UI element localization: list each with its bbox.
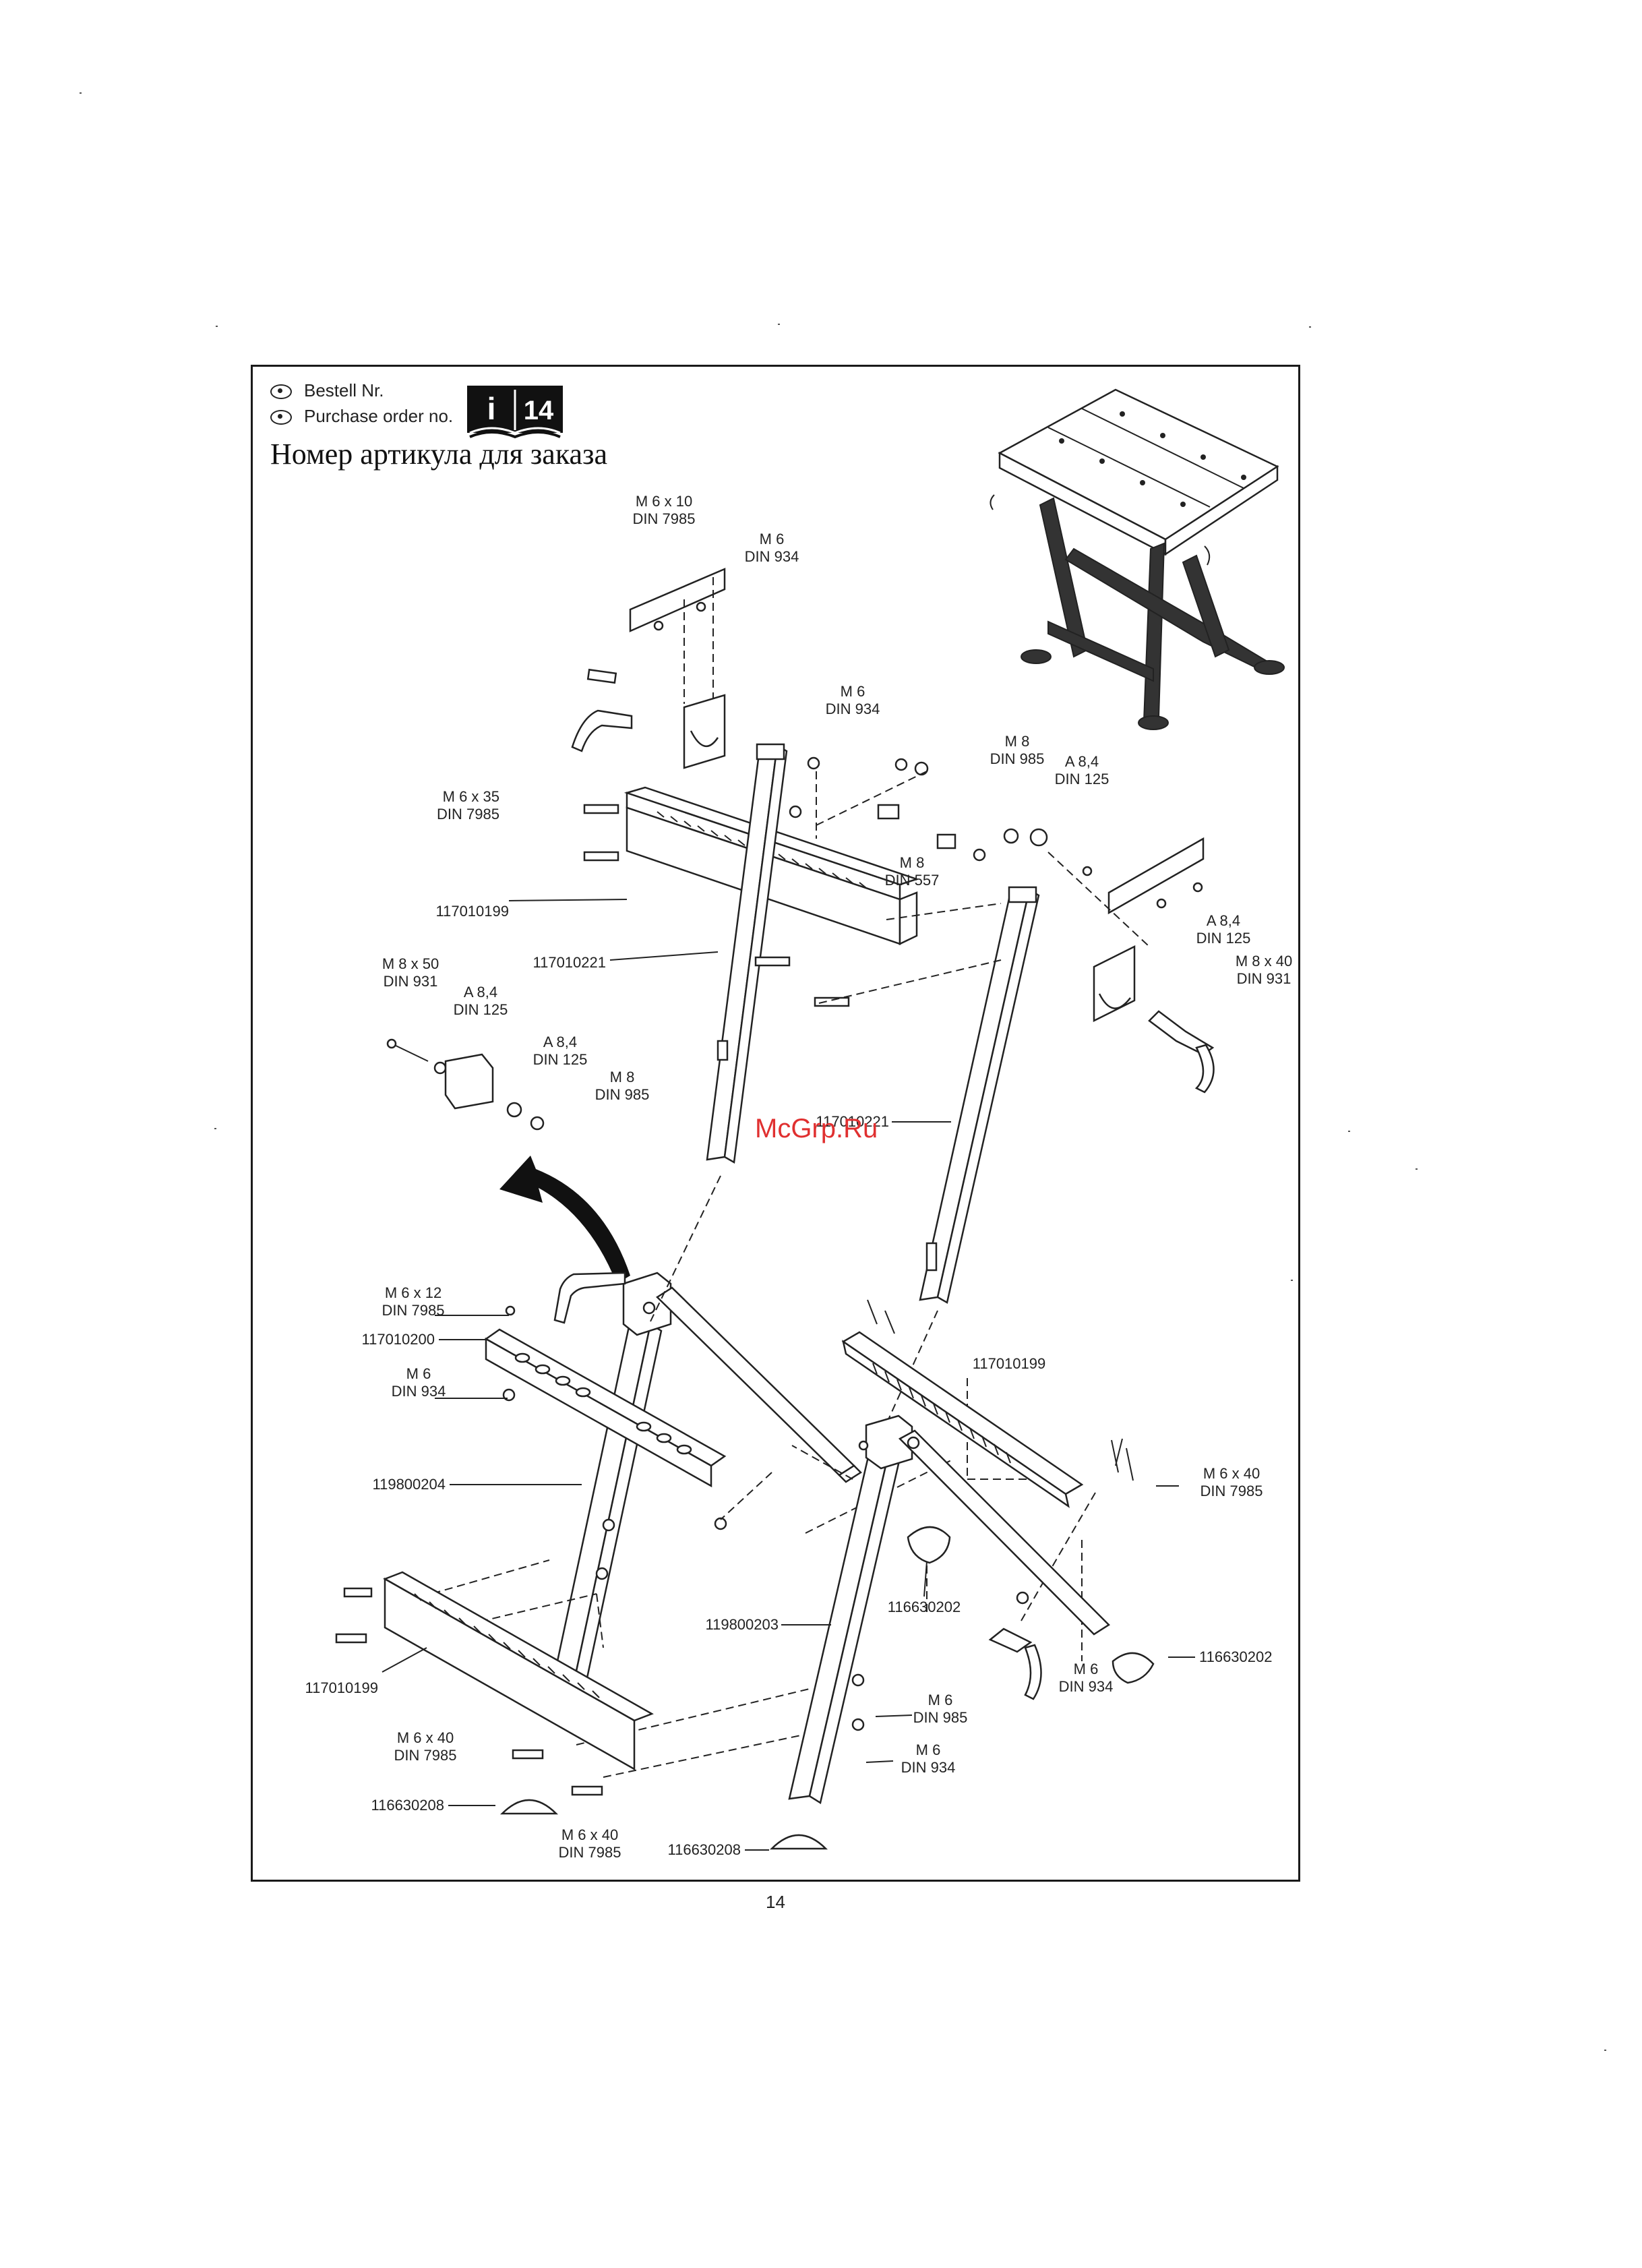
- upper-nuts-washers: [754, 756, 1150, 1007]
- upper-left-hinge-assembly: [571, 568, 726, 769]
- label-din934-d: DIN 934: [1059, 1678, 1114, 1695]
- lower-right-leg-119800203: [788, 1414, 1110, 1804]
- svg-text:i: i: [487, 391, 496, 426]
- label-din985-c: DIN 985: [913, 1709, 968, 1726]
- label-din7985-f: DIN 7985: [559, 1844, 621, 1861]
- label-din934-b: DIN 934: [826, 700, 880, 717]
- order-number-line-de: Bestell Nr.: [270, 380, 384, 401]
- curved-arrow-icon: [499, 1156, 630, 1284]
- label-din7985-b: DIN 7985: [437, 806, 499, 823]
- lower-left-rail-117010199: [335, 1571, 654, 1796]
- rail-slots: [872, 1363, 1011, 1464]
- label-din125-c: DIN 125: [454, 1001, 508, 1018]
- label-a84-a: A 8,4: [1065, 753, 1099, 770]
- label-din985-b: DIN 985: [595, 1086, 650, 1103]
- label-din125-b: DIN 125: [1196, 930, 1251, 947]
- label-din7985-a: DIN 7985: [633, 510, 696, 527]
- label-m6x40-c: M 6 x 40: [561, 1826, 618, 1843]
- label-m6x35: M 6 x 35: [443, 788, 499, 805]
- upper-right-hinge-assembly: [1082, 837, 1215, 1094]
- label-m8x40: M 8 x 40: [1236, 953, 1292, 969]
- label-a84-c: A 8,4: [464, 984, 497, 1001]
- upper-right-leg-117010221: [919, 886, 1040, 1304]
- label-116630208-b: 116630208: [668, 1841, 741, 1858]
- label-m6x40-a: M 6 x 40: [1203, 1465, 1260, 1482]
- lower-diagonal-brace: [655, 1286, 862, 1483]
- label-din7985-e: DIN 7985: [394, 1747, 457, 1764]
- leg-feet: [499, 1526, 1155, 1850]
- cross-bar-117010200: [484, 1305, 727, 1530]
- label-din557: DIN 557: [885, 872, 940, 889]
- label-116630208-a: 116630208: [371, 1797, 445, 1814]
- order-number-line-en: Purchase order no.: [270, 406, 453, 427]
- part-labels: M 6 x 10 DIN 7985 M 6 DIN 934 M 6 DIN 93…: [305, 493, 1293, 1861]
- label-117010199-b: 117010199: [973, 1355, 1046, 1372]
- assembled-workbench-illustration: [990, 388, 1285, 730]
- svg-text:14: 14: [524, 396, 554, 425]
- label-m6-d: M 6: [1074, 1661, 1099, 1677]
- page-number: 14: [766, 1892, 785, 1912]
- label-117010199-a: 117010199: [436, 903, 510, 920]
- label-m6x40-b: M 6 x 40: [397, 1729, 454, 1746]
- label-m6x10: M 6 x 10: [636, 493, 692, 510]
- label-m6-f: M 6: [916, 1741, 941, 1758]
- label-din7985-c: DIN 7985: [382, 1302, 445, 1319]
- workbench-exploded-drawing: M 6 x 10 DIN 7985 M 6 DIN 934 M 6 DIN 93…: [305, 388, 1293, 1861]
- lower-right-rail-117010199: [841, 1299, 1134, 1508]
- label-117010221-a: 117010221: [533, 954, 607, 971]
- label-m6-b: M 6: [841, 683, 865, 700]
- label-din934-c: DIN 934: [392, 1383, 446, 1400]
- label-a84-d: A 8,4: [543, 1034, 577, 1050]
- label-m6x12: M 6 x 12: [385, 1284, 442, 1301]
- label-117010199-c: 117010199: [305, 1679, 379, 1696]
- label-din125-a: DIN 125: [1055, 771, 1109, 787]
- label-din7985-d: DIN 7985: [1200, 1483, 1263, 1499]
- page-title: Номер артикула для заказа: [270, 438, 607, 471]
- left-clamp-block: [386, 1038, 545, 1131]
- eye-icon: [270, 410, 292, 425]
- leader-lines: [382, 899, 1195, 1851]
- watermark: McGrp.Ru: [755, 1114, 878, 1143]
- info-book-icon: i 14: [467, 386, 563, 439]
- label-116630202-a: 116630202: [888, 1599, 961, 1615]
- label-m8-c: M 8: [610, 1069, 635, 1085]
- label-din934-a: DIN 934: [745, 548, 799, 565]
- label-a84-b: A 8,4: [1207, 912, 1240, 929]
- lower-handles: [595, 1518, 1042, 1731]
- label-119800204: 119800204: [373, 1476, 446, 1493]
- lower-left-leg-119800204: [548, 1272, 672, 1705]
- label-m6-a: M 6: [760, 531, 785, 547]
- label-119800203: 119800203: [706, 1616, 779, 1633]
- eye-icon: [270, 384, 292, 400]
- label-m8-a: M 8: [1005, 733, 1030, 750]
- label-117010200: 117010200: [362, 1331, 435, 1348]
- upper-left-leg-117010221: [706, 743, 788, 1164]
- label-m8-b: M 8: [900, 854, 925, 871]
- rail-slots: [414, 1593, 600, 1698]
- label-din931-b: DIN 931: [384, 973, 438, 990]
- label-din125-d: DIN 125: [533, 1051, 588, 1068]
- label-m6-e: M 6: [928, 1692, 953, 1708]
- label-din934-e: DIN 934: [901, 1759, 956, 1776]
- exploded-view-panel: Bestell Nr. Purchase order no. Номер арт…: [251, 365, 1300, 1882]
- label-117010221-b: 117010221: [816, 1113, 890, 1130]
- label-m6-c: M 6: [406, 1365, 431, 1382]
- label-din931-a: DIN 931: [1237, 970, 1291, 987]
- label-din985-a: DIN 985: [990, 750, 1045, 767]
- label-m8x50: M 8 x 50: [382, 955, 439, 972]
- label-116630202-b: 116630202: [1199, 1648, 1273, 1665]
